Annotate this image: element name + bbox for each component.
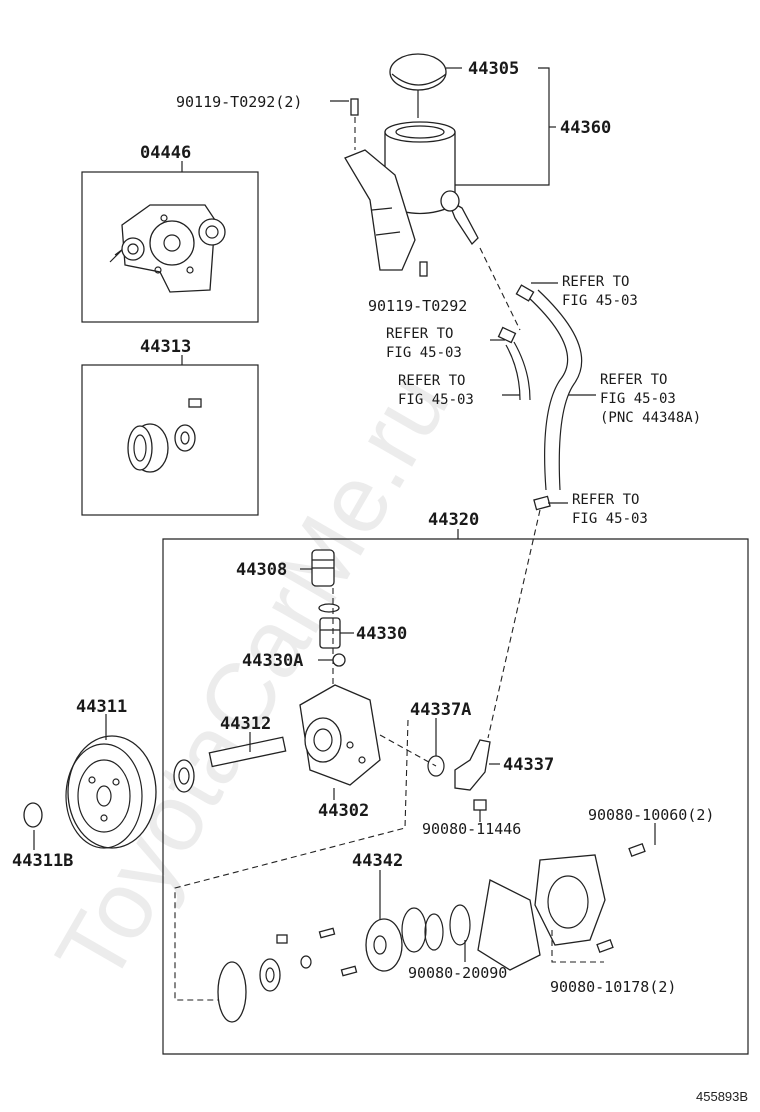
reservoir-drawing [344, 53, 479, 277]
svg-text:REFER TO: REFER TO [398, 373, 465, 389]
ref-callout-3: REFER TO FIG 45-03 [398, 373, 474, 408]
label-oring-union: 44337A [410, 700, 471, 720]
label-reservoir: 44360 [560, 118, 611, 138]
label-valve-plug: 44308 [236, 560, 287, 580]
gasket-kit-drawing [109, 204, 226, 293]
svg-text:REFER TO: REFER TO [562, 274, 629, 290]
ref-callout-5: REFER TO FIG 45-03 [572, 492, 648, 527]
svg-text:REFER TO: REFER TO [600, 372, 667, 388]
pressure-hose-path [487, 509, 541, 739]
svg-text:(PNC 44348A): (PNC 44348A) [600, 410, 701, 426]
svg-text:REFER TO: REFER TO [572, 492, 639, 508]
svg-text:FIG 45-03: FIG 45-03 [562, 293, 638, 309]
label-pulley: 44311 [76, 697, 127, 717]
repair-kit-box [81, 364, 259, 516]
pump-internals-drawing [217, 843, 646, 1023]
label-bolt-bracket: 90119-T0292 [368, 297, 467, 315]
label-cap: 44305 [468, 59, 519, 79]
union-drawing [427, 739, 491, 811]
svg-text:REFER TO: REFER TO [386, 326, 453, 342]
ref-callout-4: REFER TO FIG 45-03 (PNC 44348A) [600, 372, 701, 426]
ref-callout-1: REFER TO FIG 45-03 [562, 274, 638, 309]
label-pulley-nut: 44311B [12, 851, 73, 871]
valve-parts-drawing [311, 549, 346, 667]
label-shaft: 44312 [220, 714, 271, 734]
shaft-and-seal-drawing [173, 736, 287, 793]
repair-kit-drawing [127, 398, 202, 473]
label-housing: 44302 [318, 801, 369, 821]
label-union-bolt: 90080-11446 [422, 820, 521, 838]
label-union: 44337 [503, 755, 554, 775]
pump-assy-box [162, 538, 749, 1055]
label-gasket-kit: 04446 [140, 143, 191, 163]
gasket-kit-box [81, 171, 259, 323]
watermark: ToyotaCarMe.ru [36, 356, 470, 1001]
label-rotor: 44342 [352, 851, 403, 871]
ref-callout-2: REFER TO FIG 45-03 [386, 326, 462, 361]
pump-housing-drawing [299, 684, 381, 786]
label-oring-set: 90080-20090 [408, 964, 507, 982]
label-cover-bolt-bottom: 90080-10178(2) [550, 978, 676, 996]
figure-id: 455893B [696, 1089, 748, 1104]
hoses-drawing [497, 284, 583, 511]
label-cover-bolt-top: 90080-10060(2) [588, 806, 714, 824]
svg-text:FIG 45-03: FIG 45-03 [398, 392, 474, 408]
svg-text:FIG 45-03: FIG 45-03 [600, 391, 676, 407]
label-control-valve: 44330 [356, 624, 407, 644]
label-bolt-top: 90119-T0292(2) [176, 93, 302, 111]
label-repair-kit: 44313 [140, 337, 191, 357]
label-spring: 44330A [242, 651, 303, 671]
pulley-drawing [23, 735, 157, 849]
svg-text:FIG 45-03: FIG 45-03 [572, 511, 648, 527]
svg-text:FIG 45-03: FIG 45-03 [386, 345, 462, 361]
label-pump-assy: 44320 [428, 510, 479, 530]
